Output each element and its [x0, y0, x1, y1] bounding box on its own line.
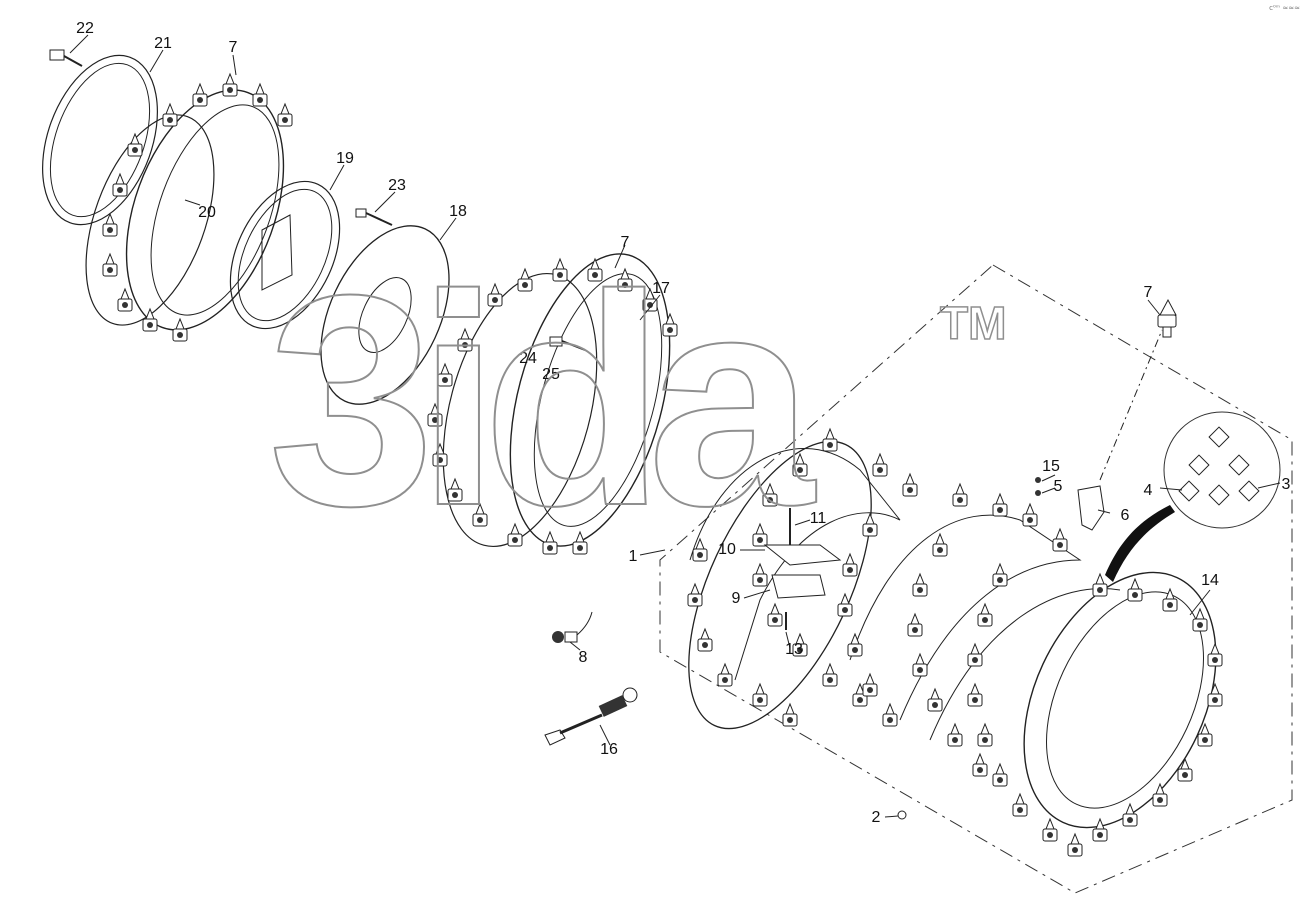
part-21-ring: [42, 54, 158, 226]
part-19-plate: [229, 180, 341, 330]
callout-17: 17: [652, 280, 670, 297]
detail-view-3-4: [1163, 411, 1281, 529]
callout-9: 9: [732, 590, 741, 607]
callout-10: 10: [718, 541, 736, 558]
part-17-cutter-drum: [427, 253, 678, 555]
callout-24: 24: [519, 350, 537, 367]
callout-16: 16: [600, 741, 618, 758]
watermark-logo: 3ida: [267, 232, 815, 568]
callout-18: 18: [449, 203, 467, 220]
callout-13: 13: [785, 641, 803, 658]
part-7-tooth: [1157, 298, 1177, 338]
callout-15: 15: [1042, 458, 1060, 475]
part-16-tool: [544, 687, 638, 746]
part-14-end-drum: [1023, 571, 1223, 857]
part-2-pin: [897, 810, 907, 820]
part-18-flange: [320, 225, 450, 405]
part-6-adapter: [1035, 329, 1163, 531]
callout-6: 6: [1121, 507, 1130, 524]
callout-7b: 7: [621, 234, 630, 251]
part-24-bolt: [549, 336, 586, 351]
callout-5: 5: [1054, 478, 1063, 495]
callout-20: 20: [198, 204, 216, 221]
callout-22: 22: [76, 20, 94, 37]
detail-pointer: [1105, 505, 1175, 582]
callout-11: 11: [810, 510, 827, 527]
corner-mark: c⁰ᵐ ≈≈≈: [1269, 4, 1300, 12]
callout-7a: 7: [229, 39, 238, 56]
callout-3: 3: [1282, 476, 1291, 493]
assembly-outline: [659, 264, 1293, 894]
callout-2: 2: [872, 809, 881, 826]
callout-7c: 7: [1144, 284, 1153, 301]
callout-23: 23: [388, 177, 406, 194]
callout-1: 1: [629, 548, 638, 565]
part-9-10-11-13-mount: [763, 508, 842, 630]
part-22-bolt: [49, 49, 83, 67]
callout-4: 4: [1144, 482, 1153, 499]
callout-14: 14: [1201, 572, 1219, 589]
leader-lines: [69, 34, 1281, 818]
callout-19: 19: [336, 150, 354, 167]
callout-8: 8: [579, 649, 588, 666]
part-8-bolt: [552, 611, 593, 643]
callout-25: 25: [542, 366, 560, 383]
callout-labels: 22 21 7 20 19 23 18 7 17 24 25 7 15 5 6 …: [76, 20, 1290, 826]
part-23-bolt: [355, 208, 393, 226]
callout-21: 21: [154, 35, 172, 52]
watermark-trademark: TM: [939, 297, 1007, 349]
part-20-cutter-drum: [85, 73, 293, 342]
